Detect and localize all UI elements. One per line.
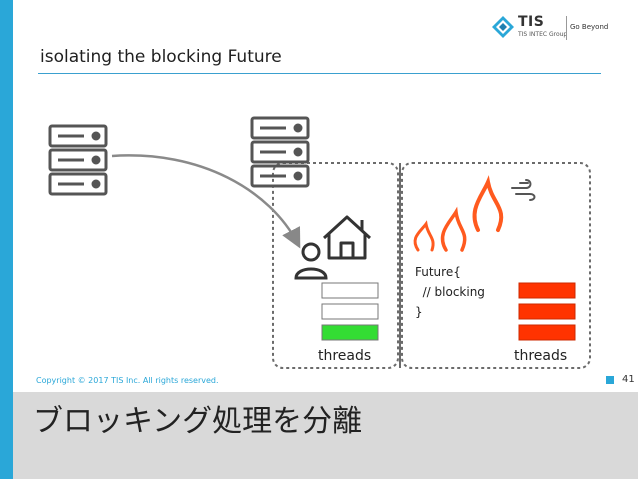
fire-icon-medium: [440, 206, 467, 252]
thread-bar-busy: [518, 282, 576, 299]
logo-group: TIS INTEC Group: [518, 31, 568, 38]
copyright-notice: Copyright © 2017 TIS Inc. All rights res…: [36, 376, 219, 385]
subtitle-band: [13, 392, 638, 479]
logo-tagline: Go Beyond: [570, 23, 609, 31]
right-thread-bars: [518, 282, 576, 341]
left-thread-bars: [321, 282, 379, 341]
fire-icon-large: [472, 175, 504, 232]
tis-logo-icon: [492, 16, 514, 38]
user-icon: [294, 242, 328, 280]
code-line: }: [415, 305, 423, 319]
server-icon-app: [250, 116, 310, 188]
logo-divider: [566, 16, 567, 40]
left-thread-pool-box: [272, 162, 399, 369]
thread-bar-idle: [321, 303, 379, 320]
logo-name: TIS: [518, 14, 545, 30]
request-arrow: [111, 154, 301, 249]
thread-bar-busy: [518, 324, 576, 341]
code-block: Future{ // blocking }: [415, 262, 485, 322]
diagram: [48, 116, 591, 369]
right-thread-pool-box: [401, 162, 591, 369]
company-logo: TIS TIS INTEC Group Go Beyond: [492, 14, 608, 44]
code-line: Future{: [415, 265, 461, 279]
thread-bar-active: [321, 324, 379, 341]
title-underline: [38, 73, 601, 74]
left-accent-bar: [0, 0, 13, 479]
page-number: 41: [622, 374, 635, 385]
home-icon: [322, 215, 372, 260]
right-pool-label: threads: [514, 348, 568, 364]
page-marker: [606, 376, 614, 384]
slide-title: isolating the blocking Future: [40, 47, 282, 67]
code-line: // blocking: [415, 285, 485, 299]
thread-bar-busy: [518, 303, 576, 320]
slide-subtitle: ブロッキング処理を分離: [33, 404, 363, 439]
wind-icon: [511, 179, 536, 201]
left-pool-label: threads: [318, 348, 372, 364]
fire-icon-small: [413, 220, 435, 252]
thread-bar-idle: [321, 282, 379, 299]
server-icon-client: [48, 124, 108, 196]
